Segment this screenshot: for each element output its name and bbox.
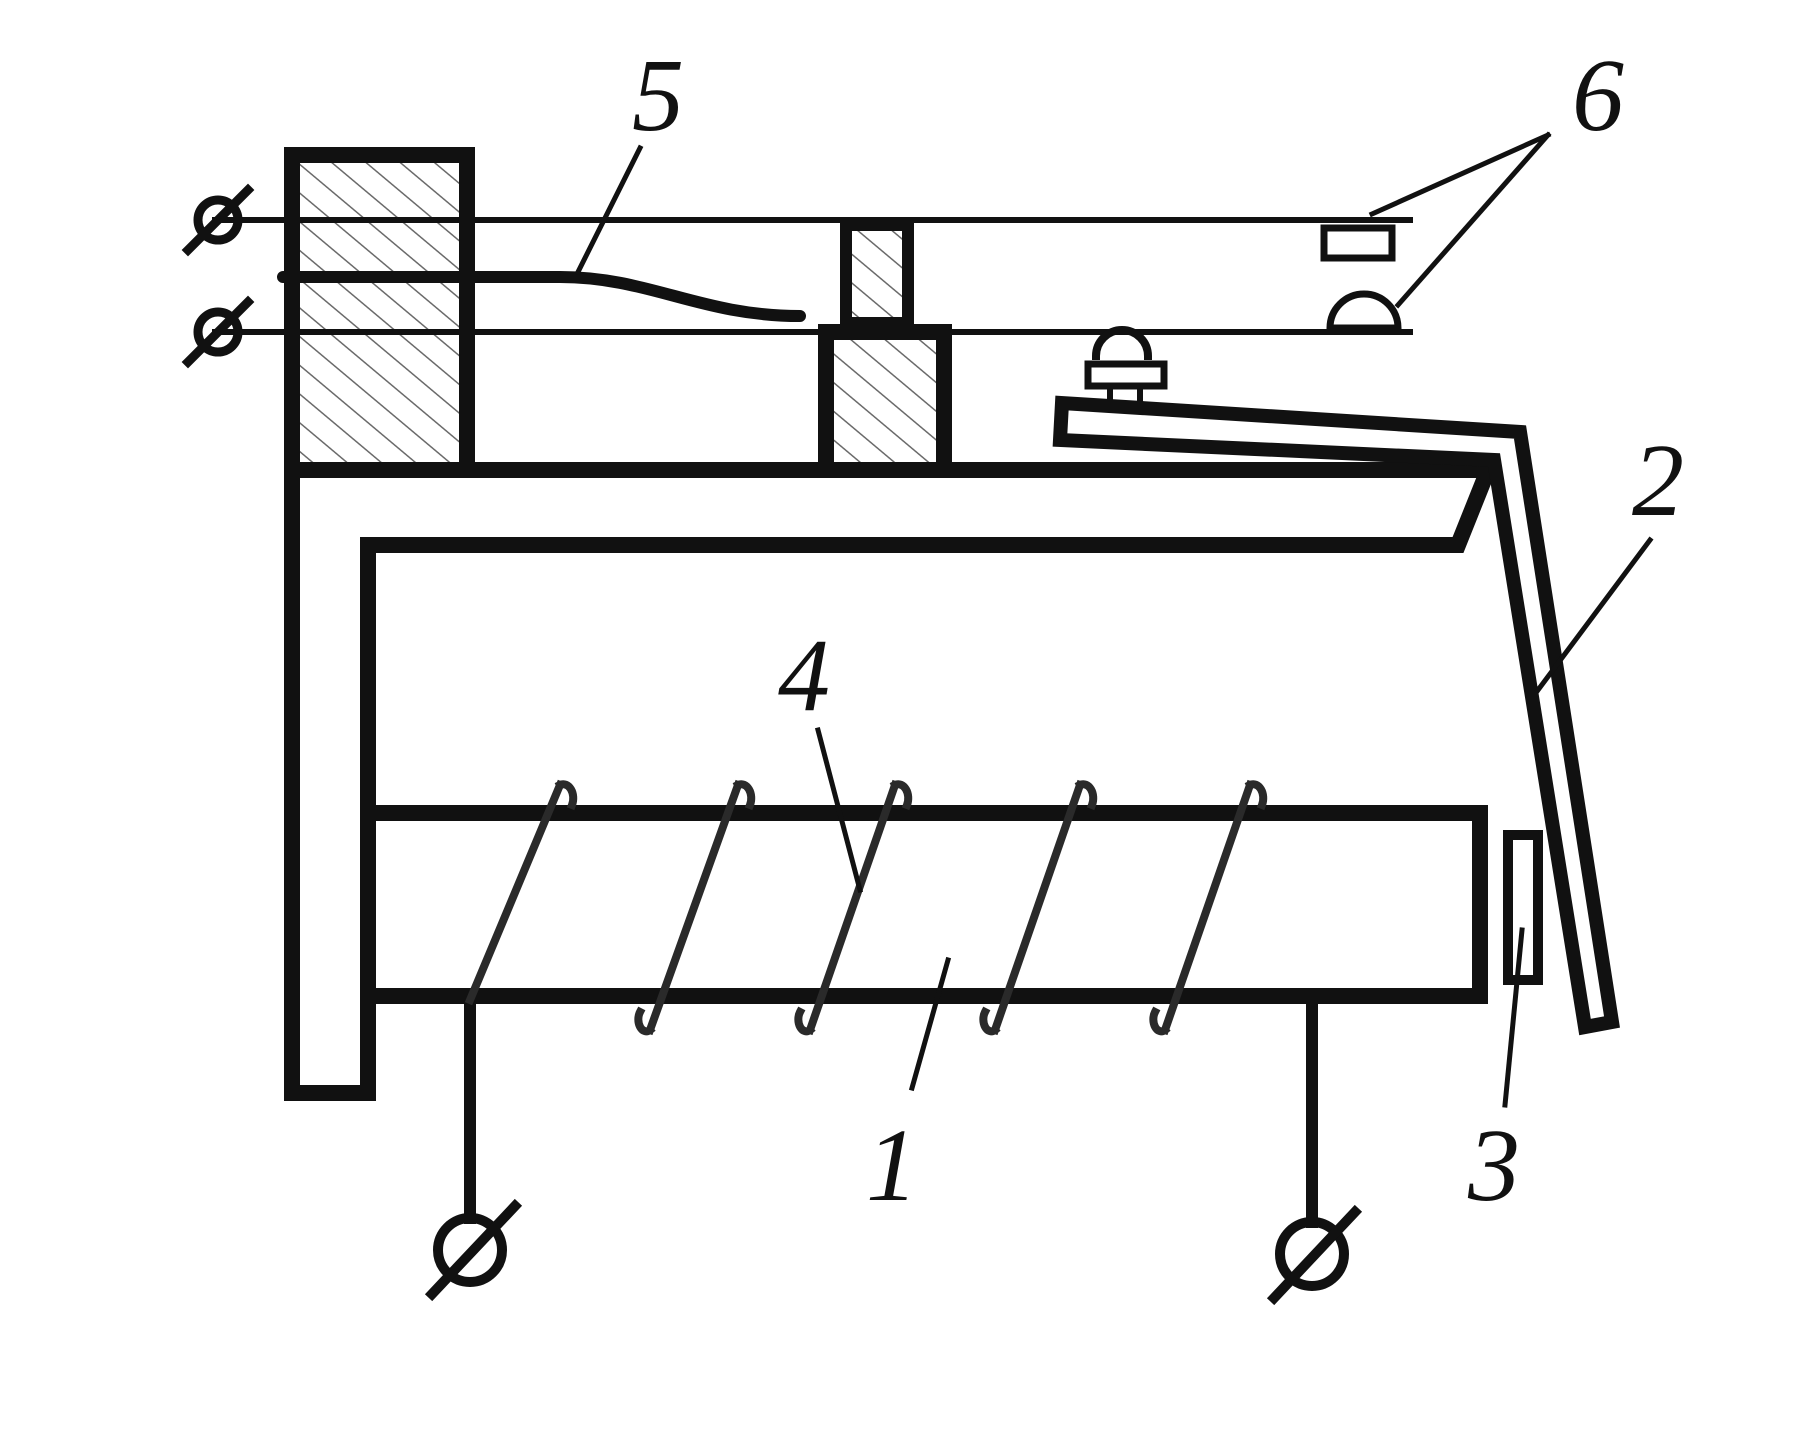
label-contacts: 6 — [1572, 38, 1624, 153]
terminal-lower-contact — [193, 307, 243, 357]
leader-pad — [1502, 927, 1525, 1108]
terminal-upper-contact — [193, 195, 243, 245]
insulating-spacer-middle-upper — [840, 219, 914, 329]
terminal-coil-right — [1275, 1217, 1349, 1291]
insulating-block-middle-lower — [818, 324, 952, 478]
label-core: 1 — [866, 1108, 918, 1223]
leader-coil — [814, 726, 864, 894]
leader-core — [908, 956, 952, 1092]
core — [360, 805, 1488, 1004]
terminal-upper-contact-slash — [181, 183, 255, 257]
insulating-block-left — [284, 147, 475, 478]
terminal-coil-left-slash — [424, 1198, 523, 1302]
upper-fixed-contact — [1320, 224, 1396, 262]
label-coil: 4 — [778, 618, 830, 733]
label-spring: 5 — [632, 38, 684, 153]
leader-armature — [1534, 536, 1654, 694]
armature — [1052, 395, 1620, 1036]
terminal-lower-contact-slash — [181, 295, 255, 369]
actuating-pin — [1091, 326, 1153, 361]
leader-contacts-upper — [1368, 131, 1552, 218]
terminal-coil-right-slash — [1266, 1204, 1363, 1306]
coil-windings — [464, 779, 1268, 1036]
label-armature: 2 — [1632, 423, 1684, 538]
label-pad: 3 — [1467, 1108, 1520, 1223]
lower-moving-contact — [1326, 290, 1402, 332]
return-spring — [277, 271, 806, 322]
yoke — [284, 462, 1500, 1101]
leader-spring — [574, 144, 644, 276]
terminal-coil-left — [433, 1213, 507, 1287]
pin-head — [1084, 360, 1168, 390]
nonmagnetic-pad — [1503, 830, 1543, 985]
leader-contacts-lower — [1394, 131, 1552, 309]
